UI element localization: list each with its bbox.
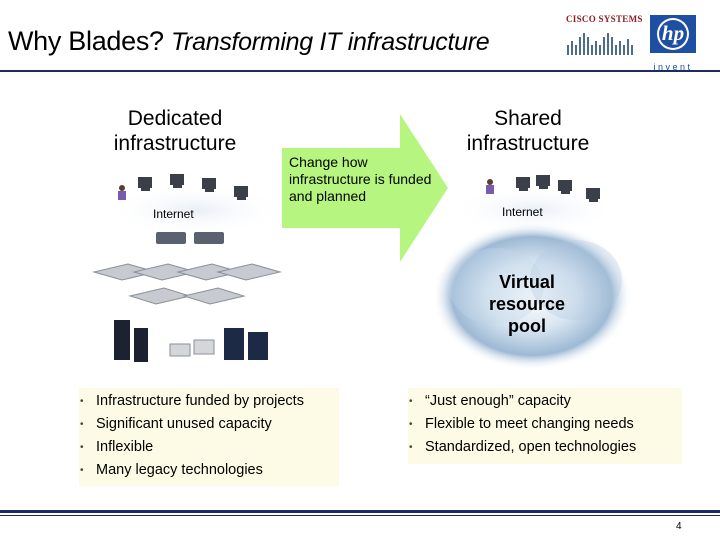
list-item: Many legacy technologies [79, 459, 339, 482]
list-item: “Just enough” capacity [408, 390, 682, 413]
user-icon [118, 185, 126, 200]
hp-logo: hp invent [648, 14, 698, 72]
storage-icon [169, 328, 268, 360]
list-item: Inflexible [79, 436, 339, 459]
list-item: Flexible to meet changing needs [408, 413, 682, 436]
desktop-computers-icon [138, 174, 248, 200]
cisco-logo: Cisco Systems [566, 14, 643, 60]
list-item: Significant unused capacity [79, 413, 339, 436]
list-item: Standardized, open technologies [408, 436, 682, 459]
arrow-text: Change how infrastructure is funded and … [289, 154, 432, 204]
user-icon [486, 179, 494, 194]
cloud-puff [448, 248, 544, 324]
right-internet-label: Internet [502, 205, 543, 219]
shared-infrastructure-diagram [436, 175, 632, 370]
title-rule [0, 70, 720, 72]
switch-icon [156, 232, 224, 244]
internet-cloud [450, 186, 618, 234]
right-bullet-list: “Just enough” capacity Flexible to meet … [408, 390, 682, 459]
list-item: Infrastructure funded by projects [79, 390, 339, 413]
title-main: Why Blades? [8, 26, 164, 56]
title-subtitle: Transforming IT infrastructure [170, 28, 490, 56]
hp-logo-letters: hp [661, 21, 685, 45]
right-heading: Shared infrastructure [466, 107, 590, 155]
slide-title: Why Blades? Transforming IT infrastructu… [8, 26, 490, 57]
tower-server-icon [114, 320, 148, 362]
dedicated-infrastructure-diagram [92, 174, 288, 362]
left-bullet-box: Infrastructure funded by projects Signif… [79, 388, 339, 486]
cisco-bars-icon [567, 33, 633, 55]
cisco-logo-text: Cisco Systems [566, 14, 643, 24]
page-number: 4 [676, 521, 682, 532]
left-heading: Dedicated infrastructure [113, 107, 237, 155]
right-bullet-box: “Just enough” capacity Flexible to meet … [408, 388, 682, 464]
virtual-pool-cloud [436, 222, 632, 370]
left-bullet-list: Infrastructure funded by projects Signif… [79, 390, 339, 482]
desktop-computers-icon [516, 175, 600, 202]
hp-tagline: invent [653, 62, 693, 72]
footer-rule-thick [0, 510, 720, 513]
arrow-shape [282, 114, 448, 262]
cloud-puff [530, 240, 622, 320]
internet-cloud [104, 184, 288, 236]
transform-arrow [282, 114, 448, 262]
rack-server-icon [92, 263, 282, 305]
hp-logo-icon [650, 15, 696, 53]
footer-rule-thin [0, 515, 720, 516]
cloud-label: Virtual resource pool [488, 272, 566, 336]
left-internet-label: Internet [153, 207, 194, 221]
